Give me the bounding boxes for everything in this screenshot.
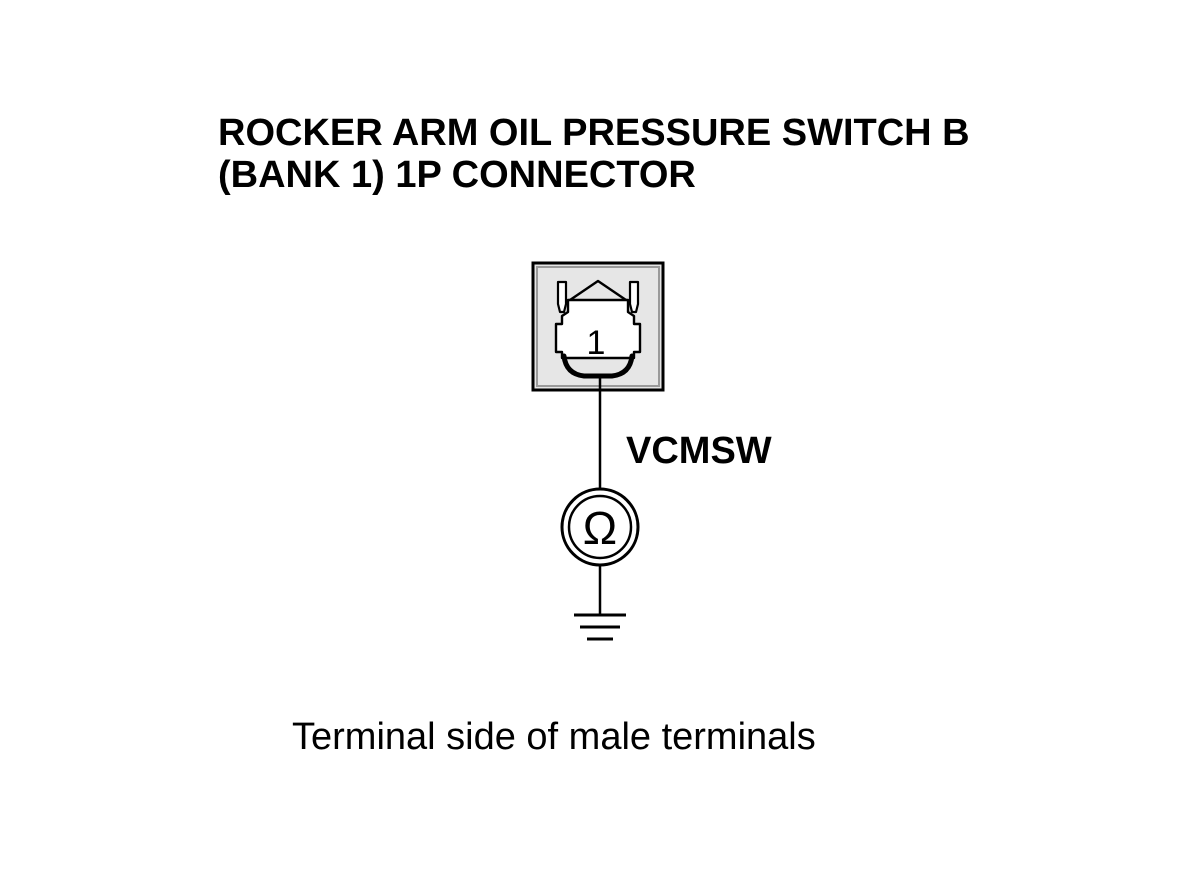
connector-icon: 1: [531, 261, 665, 392]
connector-housing: [531, 261, 665, 392]
ohmmeter-symbol: Ω: [583, 502, 617, 554]
wire-label: VCMSW: [626, 430, 772, 472]
connector-left-latch: [556, 280, 568, 314]
connector-housing-inner: [536, 266, 660, 387]
connector-right-latch: [628, 280, 640, 314]
ohmmeter-icon: Ω: [560, 487, 640, 567]
ground-icon: [574, 613, 626, 641]
title-line-2: (BANK 1) 1P CONNECTOR: [218, 154, 696, 196]
diagram-title: ROCKER ARM OIL PRESSURE SWITCH B (BANK 1…: [218, 112, 970, 196]
ohmmeter-inner-ring: [567, 494, 633, 560]
connector-key-triangle: [569, 279, 627, 301]
terminal-number: 1: [587, 324, 606, 362]
connector-bottom-curve: [561, 353, 635, 379]
diagram-caption: Terminal side of male terminals: [292, 716, 816, 758]
title-line-1: ROCKER ARM OIL PRESSURE SWITCH B: [218, 112, 970, 154]
